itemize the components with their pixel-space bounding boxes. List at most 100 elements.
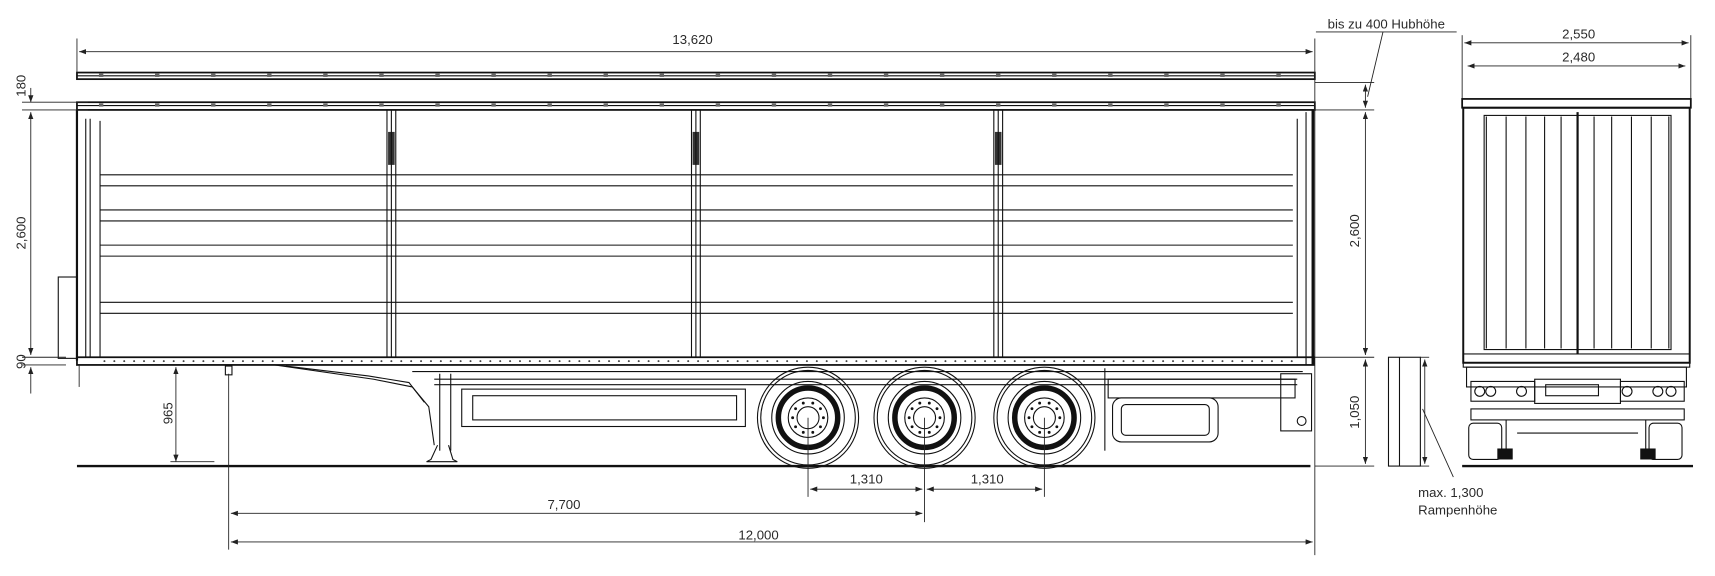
rail-rivet — [939, 103, 945, 107]
wheel-nut — [938, 416, 942, 420]
rail-rivet — [883, 73, 889, 77]
floor-rivet — [894, 360, 897, 363]
floor-rivet — [241, 360, 244, 363]
rail-rivet — [491, 103, 496, 107]
wheel-nut — [907, 416, 911, 420]
floor-rivet — [1261, 360, 1264, 363]
wheel-nut — [811, 430, 815, 434]
floor-rivet — [360, 360, 363, 363]
floor-rivet — [984, 360, 987, 363]
rail-rivet — [491, 73, 496, 77]
rail-rivet — [323, 73, 328, 77]
wheel-nut — [794, 425, 798, 429]
rail-rivet — [155, 103, 160, 107]
floor-rivet — [558, 360, 561, 363]
rail-rivet — [659, 73, 665, 77]
wheel-nut — [1047, 430, 1051, 434]
floor-rivet — [974, 360, 977, 363]
floor-rivet — [222, 360, 225, 363]
floor-rivet — [1191, 360, 1194, 363]
floor-rivet — [954, 360, 957, 363]
rear-doors — [1462, 106, 1691, 364]
rail-rivet — [883, 103, 889, 107]
floor-rivet — [1181, 360, 1184, 363]
floor-rivet — [904, 360, 907, 363]
floor-rivet — [677, 360, 680, 363]
floor-rivet — [944, 360, 947, 363]
floor-rivet — [647, 360, 650, 363]
rail-rivet — [1220, 103, 1225, 107]
floor-rivet — [459, 360, 462, 363]
rail-rivet — [715, 73, 721, 77]
rail-rivet — [98, 73, 104, 77]
side-underrun-guard — [461, 388, 746, 428]
floor-rivet — [914, 360, 917, 363]
floor-rivet — [608, 360, 611, 363]
floor-rivet — [182, 360, 185, 363]
rail-rivet — [1052, 103, 1057, 107]
rear-view: 2,550 2,480 — [1461, 26, 1694, 468]
floor-rivet — [1112, 360, 1115, 363]
floor-rivet — [390, 360, 393, 363]
floor-rivet — [1241, 360, 1244, 363]
floor-rivet — [617, 360, 620, 363]
floor-rivet — [528, 360, 531, 363]
floor-rivet — [301, 360, 304, 363]
floor-rivet — [400, 360, 403, 363]
floor-rivet — [1023, 360, 1026, 363]
floor-rivet — [716, 360, 719, 363]
lift-height-note: bis zu 400 Hubhöhe — [1328, 17, 1445, 32]
floor-rivet — [1231, 360, 1234, 363]
lamp — [1652, 385, 1664, 397]
rail-rivet — [547, 103, 552, 107]
rail-rivet — [1164, 73, 1169, 77]
rail-rivet — [1108, 73, 1113, 77]
loading-ramp: max. 1,300 Rampenhöhe — [1387, 356, 1497, 517]
floor-rivet — [439, 360, 442, 363]
floor-rivet — [815, 360, 818, 363]
dim-axle-spacing-1: 1,310 — [850, 472, 883, 487]
rail-rivet — [996, 103, 1001, 107]
ramp-max-height: max. 1,300 — [1418, 485, 1483, 500]
floor-rivet — [380, 360, 383, 363]
floor-rivet — [1211, 360, 1214, 363]
dim-support-height: 965 — [161, 402, 176, 424]
rail-rivet — [435, 103, 440, 107]
floor-rivet — [1013, 360, 1016, 363]
floor-rivet — [1162, 360, 1165, 363]
floor-rivet — [143, 360, 146, 363]
floor-rivet — [172, 360, 175, 363]
floor-rivet — [1290, 360, 1293, 363]
floor-rivet — [420, 360, 423, 363]
floor-rivet — [1053, 360, 1056, 363]
landing-leg — [426, 444, 458, 463]
floor-rivet — [1082, 360, 1085, 363]
wheel-nut — [1055, 425, 1059, 429]
floor-rivet — [726, 360, 729, 363]
wheel-nut — [1027, 416, 1031, 420]
floor-rivet — [578, 360, 581, 363]
floor-rivet — [271, 360, 274, 363]
floor-rivet — [1201, 360, 1204, 363]
floor-rivet — [1172, 360, 1175, 363]
rail-rivet — [771, 73, 777, 77]
floor-rivet — [281, 360, 284, 363]
rail-rivet — [155, 73, 160, 77]
floor-rivet — [835, 360, 838, 363]
wheel-nut — [801, 430, 805, 434]
rail-rivet — [267, 73, 272, 77]
license-plate — [1545, 384, 1600, 397]
wheel-nut — [935, 407, 939, 411]
floor-rivet — [934, 360, 937, 363]
wheel-nut — [791, 416, 795, 420]
wheel-nut — [794, 407, 798, 411]
wheel-nut — [819, 407, 822, 411]
rail-rivet — [1276, 73, 1281, 77]
floor-rivet — [202, 360, 205, 363]
floor-rivet — [756, 360, 759, 363]
floor-rivet — [993, 360, 996, 363]
floor-rivet — [232, 360, 235, 363]
floor-rivet — [1063, 360, 1066, 363]
floor-rivet — [1152, 360, 1155, 363]
